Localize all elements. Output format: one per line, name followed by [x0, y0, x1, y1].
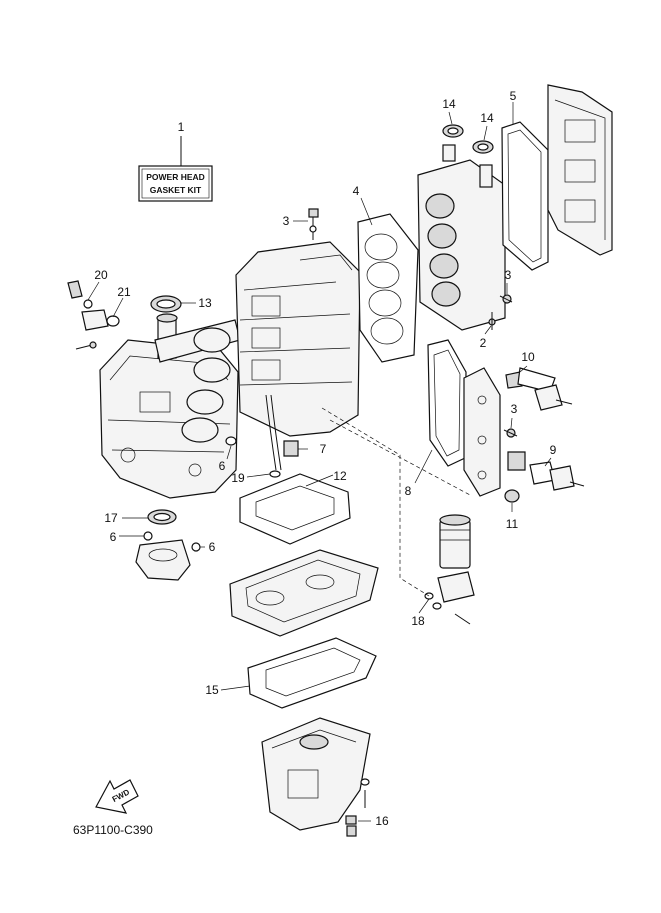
callout-19: 19	[231, 471, 245, 485]
head-cover-gasket	[501, 121, 549, 271]
callout-20: 20	[94, 268, 108, 282]
callout-13: 13	[198, 296, 212, 310]
drain-plug	[345, 778, 370, 837]
callout-6-lower-right: 6	[209, 540, 216, 554]
bolt-2	[488, 312, 496, 330]
kit-label-line1: POWER HEAD	[146, 172, 205, 182]
gasket-15	[247, 637, 377, 709]
callout-1: 1	[178, 120, 185, 134]
callout-6-left: 6	[219, 459, 226, 473]
gasket-12	[239, 473, 351, 545]
callout-16: 16	[375, 814, 389, 828]
callout-18: 18	[411, 614, 425, 628]
callout-11: 11	[506, 517, 519, 531]
callout-3-top: 3	[283, 214, 290, 228]
bolt-3-right-upper	[499, 294, 513, 304]
cylinder-head-gasket	[357, 213, 419, 363]
o-ring-6-left	[225, 436, 237, 446]
callout-17: 17	[104, 511, 118, 525]
exhaust-cover-gasket	[427, 339, 467, 467]
thermostat-assembly	[505, 367, 585, 491]
seal-11	[504, 489, 520, 503]
oil-filter-assembly	[424, 514, 475, 625]
oil-pan	[261, 717, 371, 831]
o-ring-19	[269, 470, 281, 478]
bolt-3-right-lower	[503, 428, 518, 438]
head-cover	[547, 84, 613, 256]
callout-12: 12	[333, 469, 347, 483]
callout-21: 21	[117, 285, 131, 299]
fwd-arrow: FWD	[95, 779, 139, 814]
cylinder-block	[235, 241, 361, 471]
bearing-housing	[135, 531, 201, 581]
cylinder-head	[417, 144, 506, 331]
callout-5: 5	[510, 89, 517, 103]
leader-lines	[87, 102, 552, 822]
exhaust-cover	[463, 367, 501, 497]
callout-15: 15	[205, 683, 219, 697]
crankcase-assembly	[67, 280, 241, 499]
callout-4: 4	[353, 184, 360, 198]
callout-9: 9	[550, 443, 557, 457]
callout-7: 7	[320, 442, 327, 456]
callout-14-right: 14	[480, 111, 494, 125]
plug-7	[283, 440, 299, 457]
bolt-3-top	[308, 208, 319, 240]
callout-3-right-lower: 3	[511, 402, 518, 416]
callout-10: 10	[521, 350, 535, 364]
callout-numbers: 1 2 3 3 3 4 5 6 6 6 7 8 9 10 11 12 13 14…	[94, 89, 556, 828]
callout-6-lower-left: 6	[110, 530, 117, 544]
callout-2: 2	[480, 336, 487, 350]
callout-14-left: 14	[442, 97, 456, 111]
callout-8: 8	[405, 484, 412, 498]
gasket-kit-box: POWER HEAD GASKET KIT	[138, 136, 213, 202]
diagram-code: 63P1100-C390	[73, 823, 153, 837]
exhaust-guide	[229, 549, 379, 637]
kit-label-line2: GASKET KIT	[150, 185, 202, 195]
callout-3-right-upper: 3	[505, 268, 512, 282]
